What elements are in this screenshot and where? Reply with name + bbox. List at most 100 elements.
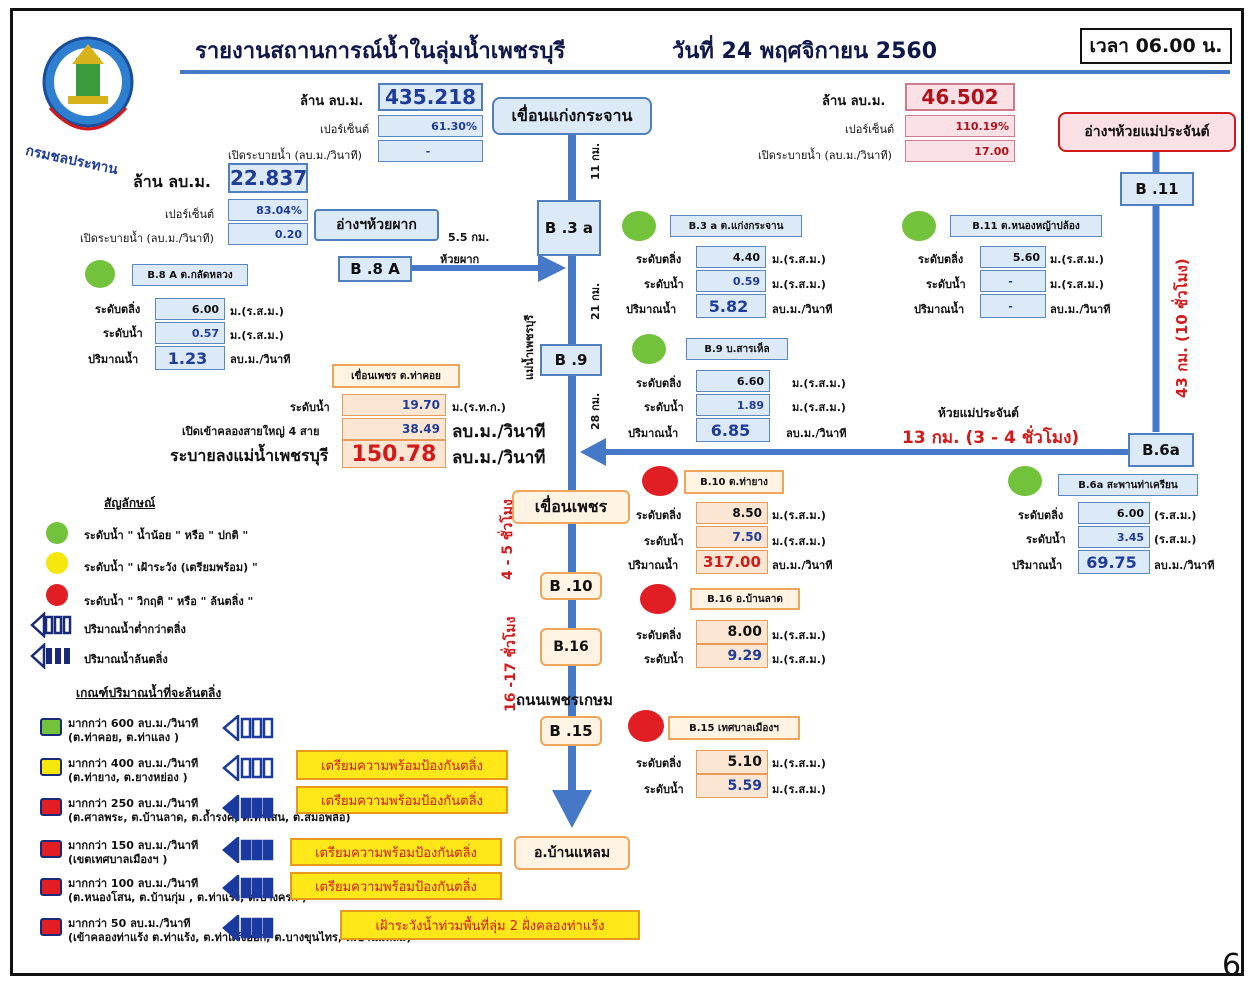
hmp-percent-label: เปอร์เซ็นต์ (845, 123, 895, 136)
legend-title: สัญลักษณ์ (104, 496, 156, 510)
below-bank-arrow-icon (222, 755, 274, 781)
b3a-level-label: ระดับน้ำ (644, 278, 684, 291)
criteria-locations: (ต.ท่าคอย, ต.ท่าแลง ) (68, 731, 180, 744)
hmp-percent: 110.19% (905, 115, 1015, 137)
tributary-distance-13: 13 กม. (3 - 4 ชั่วโมง) (902, 428, 1080, 448)
b9-bank-unit: ม.(ร.ส.ม.) (792, 377, 846, 390)
river-distance-21: 21 กม. (589, 282, 602, 320)
river-name: แม่น้ำเพชรบุรี (523, 314, 536, 380)
b6a-bank: 6.00 (1078, 502, 1150, 524)
tributary-distance-43: 43 กม. (10 ชั่วโมง) (1173, 258, 1191, 398)
station-title-b15: B.15 เทศบาลเมืองฯ (668, 716, 800, 740)
b10-bank: 8.50 (696, 502, 768, 524)
status-dot-b6a (1008, 466, 1042, 496)
b11-level-unit: ม.(ร.ส.ม.) (1050, 278, 1104, 291)
hmp-release-label: เปิดระบายน้ำ (ลบ.ม./วินาที) (758, 149, 892, 162)
alert-box-4: เตรียมความพร้อมป้องกันตลิ่ง (290, 872, 502, 900)
dam-river-label: ระบายลงแม่น้ำเพชรบุรี (170, 446, 329, 465)
node-b6a: B.6a (1128, 433, 1194, 467)
hp-percent: 83.04% (228, 199, 308, 221)
station-title-b11: B.11 ต.หนองหญ้าปล้อง (950, 215, 1102, 237)
b9-level-unit: ม.(ร.ส.ม.) (792, 401, 846, 414)
river-distance-11: 11 กม. (589, 142, 602, 180)
b3a-flow-unit: ลบ.ม./วินาที (772, 303, 833, 316)
b3a-bank-unit: ม.(ร.ส.ม.) (772, 253, 826, 266)
b15-bank: 5.10 (696, 750, 768, 774)
status-dot-b3a (622, 211, 656, 241)
b11-flow: - (980, 294, 1046, 318)
b11-bank-unit: ม.(ร.ส.ม.) (1050, 253, 1104, 266)
node-b8a: B .8 A (338, 256, 412, 282)
ban-laem: อ.บ้านแหลม (514, 836, 630, 870)
b9-level: 1.89 (696, 394, 770, 416)
agency-logo (28, 30, 148, 150)
b8a-level-unit: ม.(ร.ส.ม.) (230, 329, 284, 342)
dam-canal-label: เปิดเข้าคลองสายใหญ่ 4 สาย (182, 425, 320, 438)
dam-canal: 38.49 (342, 418, 446, 440)
kk-unit-label: ล้าน ลบ.ม. (300, 94, 364, 109)
b16-level-label: ระดับน้ำ (644, 653, 684, 666)
report-frame (10, 8, 1244, 976)
kk-release-label: เปิดระบายน้ำ (ลบ.ม./วินาที) (228, 149, 362, 162)
b15-bank-label: ระดับตลิ่ง (636, 757, 682, 770)
b6a-flow: 69.75 (1078, 550, 1150, 574)
b10-flow-label: ปริมาณน้ำ (628, 559, 679, 572)
huai-phak-stream: ห้วยผาก (440, 253, 480, 266)
b9-flow-label: ปริมาณน้ำ (628, 427, 679, 440)
b16-bank: 8.00 (696, 620, 768, 644)
criteria-threshold: มากกว่า 50 ลบ.ม./วินาที (68, 917, 191, 930)
b10-level: 7.50 (696, 526, 768, 548)
over-bank-arrow-icon (222, 837, 274, 863)
dam-river: 150.78 (342, 440, 446, 468)
b8a-bank: 6.00 (155, 298, 225, 320)
dam-river-unit: ลบ.ม./วินาที (452, 448, 546, 468)
b6a-level: 3.45 (1078, 526, 1150, 548)
node-b16: B.16 (540, 628, 602, 666)
b8a-flow: 1.23 (155, 346, 225, 370)
b16-bank-unit: ม.(ร.ส.ม.) (772, 629, 826, 642)
criteria-threshold: มากกว่า 100 ลบ.ม./วินาที (68, 877, 199, 890)
b11-bank: 5.60 (980, 246, 1046, 268)
legend-yellow-dot (46, 552, 68, 574)
criteria-locations: (เข้าคลองท่าแร้ง ต.ท่าแร้ง, ต.ท่าแร้งออก… (68, 931, 412, 944)
b8a-bank-label: ระดับตลิ่ง (95, 303, 141, 316)
page-number: 6 (1222, 948, 1242, 983)
b16-level: 9.29 (696, 644, 768, 668)
b10-bank-unit: ม.(ร.ส.ม.) (772, 509, 826, 522)
b15-level-unit: ม.(ร.ส.ม.) (772, 783, 826, 796)
b15-bank-unit: ม.(ร.ส.ม.) (772, 757, 826, 770)
station-title-b8a: B.8 A ต.กลัดหลวง (132, 264, 248, 286)
legend-red-dot (46, 584, 68, 606)
b6a-flow-unit: ลบ.ม./วินาที (1154, 559, 1215, 572)
b8a-flow-label: ปริมาณน้ำ (88, 353, 139, 366)
b11-flow-unit: ลบ.ม./วินาที (1050, 303, 1111, 316)
node-b3a: B .3 a (537, 200, 601, 256)
b16-bank-label: ระดับตลิ่ง (636, 629, 682, 642)
b6a-bank-unit: (ร.ส.ม.) (1154, 509, 1197, 522)
b11-bank-label: ระดับตลิ่ง (918, 253, 964, 266)
below-bank-arrow-icon (222, 715, 274, 741)
legend-red-text: ระดับน้ำ " วิกฤติ " หรือ " ล้นตลิ่ง " (84, 595, 254, 608)
dam-title: เขื่อนเพชร ต.ท่าคอย (332, 364, 460, 388)
phetchaburi-dam: เขื่อนเพชร (512, 490, 630, 524)
travel-time-4-5: 4 - 5 ชั่วโมง (500, 499, 516, 580)
legend-green-dot (46, 522, 68, 544)
huai-phak-reservoir: อ่างฯห้วยผาก (314, 209, 439, 241)
b15-level: 5.59 (696, 774, 768, 798)
hp-percent-label: เปอร์เซ็นต์ (165, 208, 215, 221)
criteria-title: เกณฑ์ปริมาณน้ำที่จะล้นตลิ่ง (76, 686, 222, 700)
station-title-b9: B.9 บ.สารเห็ล (686, 338, 788, 360)
legend-yellow-text: ระดับน้ำ " เฝ้าระวัง (เตรียมพร้อม) " (84, 561, 258, 574)
legend-below-arrow-icon (30, 612, 72, 638)
status-dot-b16 (640, 584, 676, 614)
station-title-b3a: B.3 a ต.แก่งกระจาน (670, 215, 802, 237)
station-title-b16: B.16 อ.บ้านลาด (690, 588, 800, 610)
huai-mae-prachan-reservoir: อ่างฯห้วยแม่ประจันต์ (1058, 112, 1236, 152)
report-time: เวลา 06.00 น. (1080, 28, 1232, 64)
b3a-flow-label: ปริมาณน้ำ (626, 303, 677, 316)
road-name: ถนนเพชรเกษม (516, 691, 613, 709)
criteria-color-swatch (40, 758, 62, 776)
b11-level: - (980, 270, 1046, 292)
criteria-threshold: มากกว่า 250 ลบ.ม./วินาที (68, 797, 199, 810)
criteria-threshold: มากกว่า 150 ลบ.ม./วินาที (68, 839, 199, 852)
